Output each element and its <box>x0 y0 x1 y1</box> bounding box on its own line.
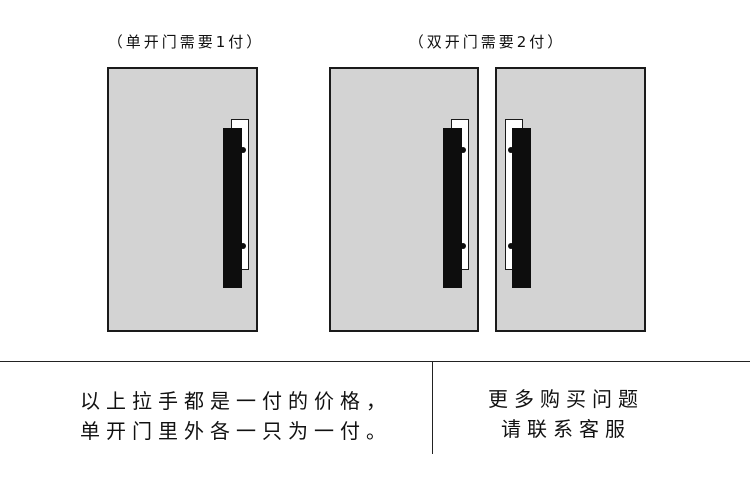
price-note: 以上拉手都是一付的价格， 单开门里外各一只为一付。 <box>80 386 392 446</box>
price-note-line2: 单开门里外各一只为一付。 <box>80 419 392 443</box>
contact-note-line1: 更多购买问题 <box>488 387 644 411</box>
double-door-left-screw-top <box>460 147 466 153</box>
double-door-left-handle-bar <box>443 128 462 288</box>
contact-note-line2: 请联系客服 <box>501 417 631 441</box>
double-door-right-screw-bottom <box>508 243 514 249</box>
horizontal-divider <box>0 361 750 362</box>
contact-note: 更多购买问题 请联系客服 <box>488 384 644 444</box>
vertical-divider <box>432 362 433 454</box>
double-door-left-screw-bottom <box>460 243 466 249</box>
double-door-right-screw-top <box>508 147 514 153</box>
single-door-handle-bar <box>223 128 242 288</box>
single-door-caption: （单开门需要1付） <box>107 33 265 51</box>
single-door-screw-top <box>240 147 246 153</box>
double-door-right-handle-bar <box>512 128 531 288</box>
double-door-caption: （双开门需要2付） <box>408 33 566 51</box>
price-note-line1: 以上拉手都是一付的价格， <box>80 389 392 413</box>
single-door-screw-bottom <box>240 243 246 249</box>
